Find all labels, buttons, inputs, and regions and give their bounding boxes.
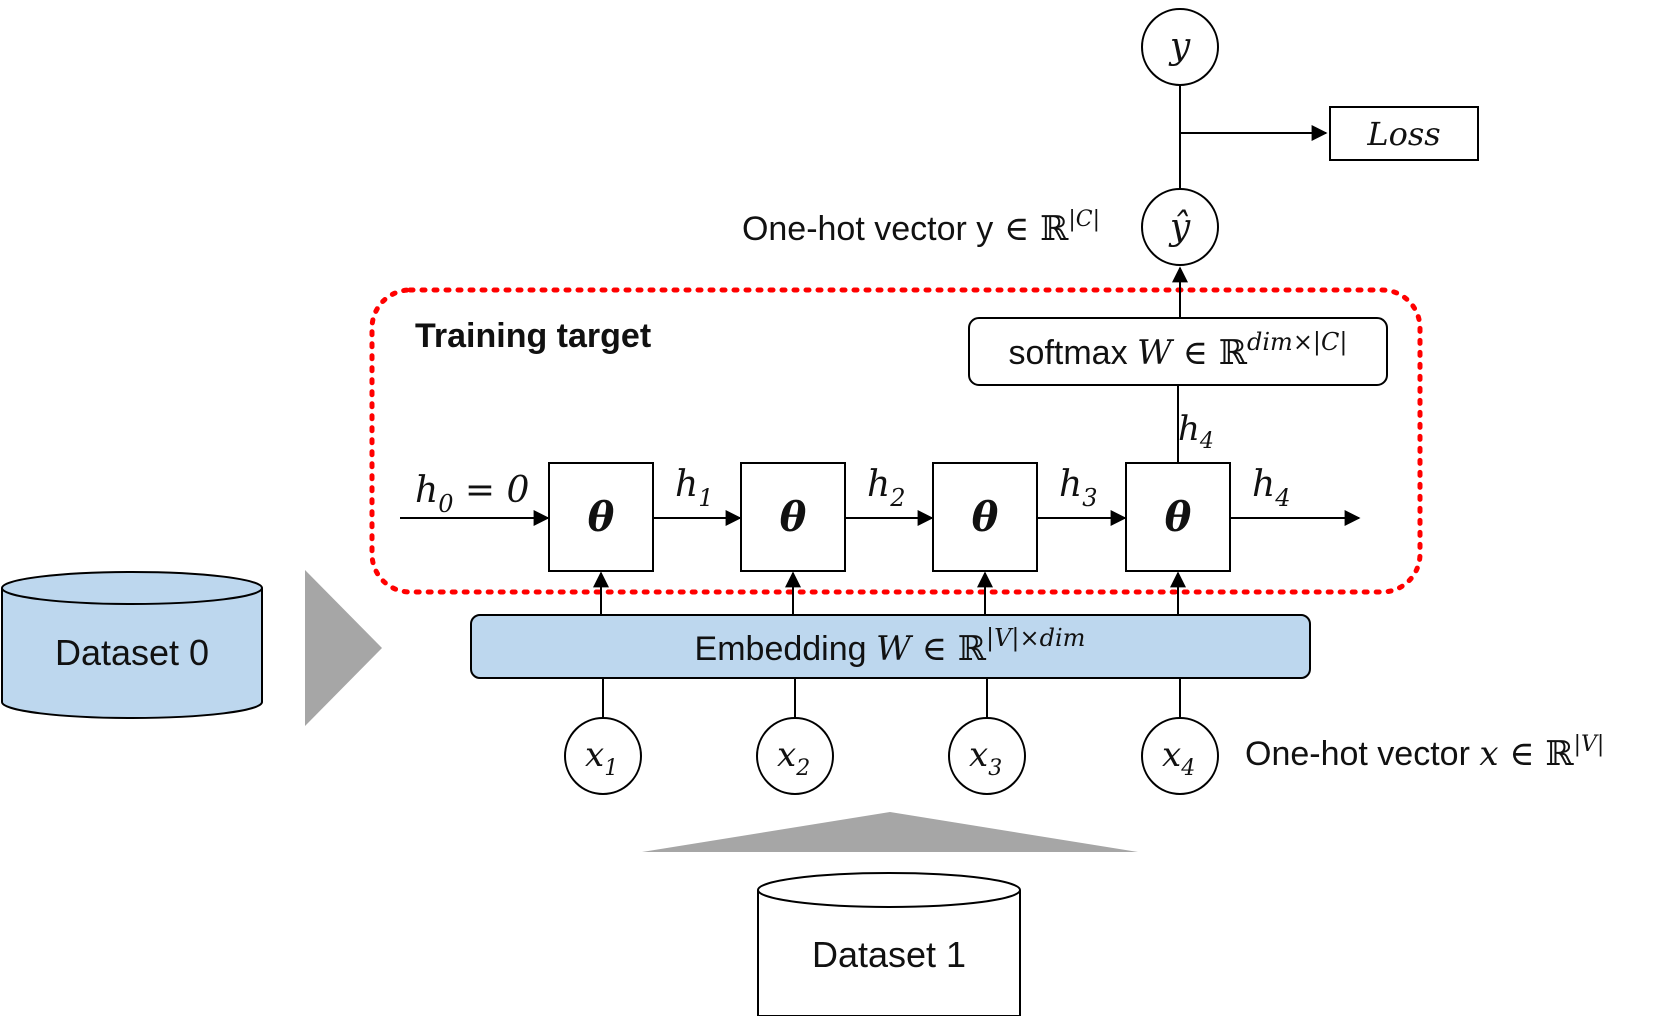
softmax-label: softmax W ∈ ℝdim×|C| [1009,328,1348,373]
dataset1-cylinder [757,872,1021,1016]
input-label-3: x3 [969,735,1002,781]
embedding-box [470,614,1311,679]
input-node-2 [756,717,834,795]
y-hat-node [1141,188,1219,266]
input-node-3 [948,717,1026,795]
theta-cell-3 [932,462,1038,572]
theta-label-4: θ [1165,494,1192,541]
theta-label-1: θ [588,494,615,541]
training-target-region [369,287,1423,595]
loss-box [1329,106,1479,161]
input-node-4 [1141,717,1219,795]
dataset1-arrow [642,812,1138,852]
input-label-2: x2 [777,735,810,781]
y-node [1141,8,1219,86]
rnn-chain: θ θ θ θ h1 h2 h3 h4 [548,462,1361,615]
hidden-label-2: h2 [867,464,905,512]
loss-label: Loss [1366,115,1440,153]
h0-label: h0 = 0 [415,470,529,518]
input-nodes: x1 x2 x3 x4 [564,678,1219,795]
y-hat-label: ŷ [1168,207,1191,248]
theta-label-2: θ [780,494,807,541]
onehot-x-label: One-hot vector x ∈ ℝ|V| [1245,732,1604,774]
input-node-1 [564,717,642,795]
theta-label-3: θ [972,494,999,541]
theta-cell-2 [740,462,846,572]
onehot-y-label: One-hot vector y ∈ ℝ|C| [742,207,1100,249]
hidden-label-4: h4 [1252,464,1290,512]
dataset0-arrow [305,570,382,726]
hidden-label-3: h3 [1059,464,1097,512]
hidden-label-1: h1 [675,464,713,512]
embedding-label: Embedding W ∈ ℝ|V|×dim [695,624,1086,669]
training-target-label: Training target [415,317,651,355]
theta-cell-4 [1125,462,1231,572]
input-label-4: x4 [1162,735,1195,781]
dataset0-label: Dataset 0 [55,632,209,673]
y-label: y [1168,26,1191,67]
dataset0-cylinder [1,571,263,719]
dataset1-label: Dataset 1 [812,934,966,975]
h4-up-label: h4 [1178,409,1214,454]
input-label-1: x1 [585,735,618,781]
